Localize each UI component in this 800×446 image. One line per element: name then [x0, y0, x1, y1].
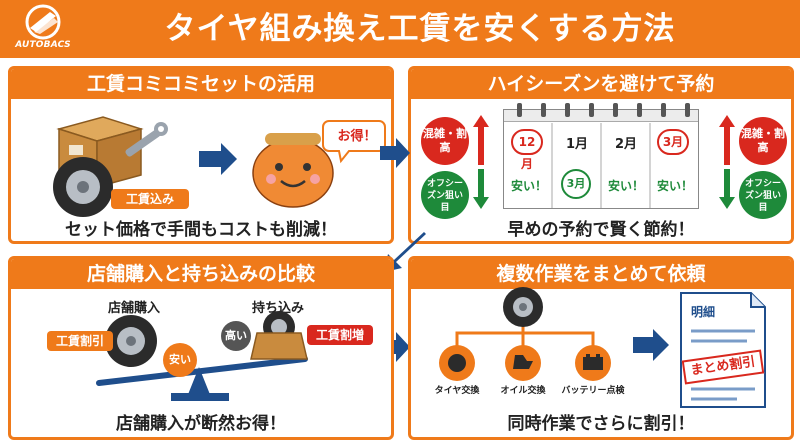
month-march: 3月 [657, 129, 689, 155]
crowded-badge: 混雑・割高 [421, 117, 469, 165]
set-illustration [53, 116, 386, 217]
tire-icon [105, 315, 157, 367]
cheap-label: 安い！ [656, 179, 693, 193]
panel-title: 工賃コミコミセットの活用 [11, 69, 391, 99]
document-title: 明細 [691, 305, 716, 319]
bundle-diagram [439, 287, 766, 408]
balance-scale [96, 311, 308, 401]
tire-icon [53, 157, 113, 217]
off-season-badge: オフシーズン狙い目 [739, 171, 787, 219]
panel-caption: 同時作業でさらに割引！ [507, 414, 695, 434]
deal-bubble: お得！ [337, 129, 377, 144]
header-bar: AUTOBACS タイヤ組み換え工賃を安くする方法 [0, 0, 800, 58]
task-tire-change: タイヤ交換 [434, 386, 480, 396]
down-arrow-icon [719, 169, 735, 209]
right-arrow-icon [633, 329, 669, 361]
panel-caption: 店舗購入が断然お得！ [116, 414, 286, 434]
wallet-icon [252, 133, 334, 208]
box-with-tire-icon [250, 311, 308, 360]
up-arrow-icon [473, 115, 489, 165]
expensive-badge: 高い [221, 321, 251, 351]
page-title: タイヤ組み換え工賃を安くする方法 [164, 11, 676, 47]
off-season-badge: オフシーズン狙い目 [421, 171, 469, 219]
panel-caption: 早めの予約で賢く節約！ [507, 220, 695, 240]
up-arrow-icon [719, 115, 735, 165]
panel-title: 店舗購入と持ち込みの比較 [11, 259, 391, 289]
autobacs-logo: AUTOBACS [10, 4, 76, 54]
surcharge-tag: 工賃割増 [307, 325, 373, 345]
month-january: 1月 [565, 137, 589, 152]
cheap-label: 安い！ [510, 179, 547, 193]
labor-included-tag: 工賃込み [111, 189, 189, 209]
crowded-badge: 混雑・割高 [739, 117, 787, 165]
wrench-icon [125, 122, 168, 157]
panel-bundle-work: 複数作業をまとめて依頼 明細 まとめ割引 タイヤ交換 オ [408, 256, 794, 440]
month-february: 2月 [614, 137, 638, 152]
store-purchase-label: 店舗購入 [107, 301, 160, 316]
calendar-rings [473, 103, 735, 209]
bring-in-label: 持ち込み [251, 301, 304, 316]
panel-title: 複数作業をまとめて依頼 [411, 259, 791, 289]
panel-off-season: ハイシーズンを避けて予約 混雑・割高 オフシーズン狙い目 混雑・割高 オフシーズ… [408, 66, 794, 244]
panel-labor-set: 工賃コミコミセットの活用 [8, 66, 394, 244]
task-oil-change: オイル交換 [500, 386, 546, 396]
tire-icon [503, 287, 543, 327]
fulcrum [187, 367, 211, 397]
panel-caption: セット価格で手間もコストも削減！ [65, 220, 337, 240]
right-arrow-icon [199, 143, 237, 175]
right-arrow-icon [380, 332, 410, 362]
panel-title: ハイシーズンを避けて予約 [411, 69, 791, 99]
logo-text: AUTOBACS [15, 40, 71, 50]
cheap-badge: 安い [163, 343, 197, 377]
discount-tag: 工賃割引 [47, 331, 113, 351]
panel-store-vs-bring: 店舗購入と持ち込みの比較 店舗購入 持ち込み 工賃割引 安い 高い 工賃割増 店… [8, 256, 394, 440]
month-december: 12月 [511, 129, 543, 171]
diagonal-arrow-icon [384, 232, 426, 272]
down-arrow-icon [473, 169, 489, 209]
month-march-green: 3月 [561, 169, 591, 199]
task-battery-check: バッテリー点検 [561, 386, 625, 396]
right-arrow-icon [380, 138, 410, 168]
cheap-label: 安い！ [607, 179, 644, 193]
